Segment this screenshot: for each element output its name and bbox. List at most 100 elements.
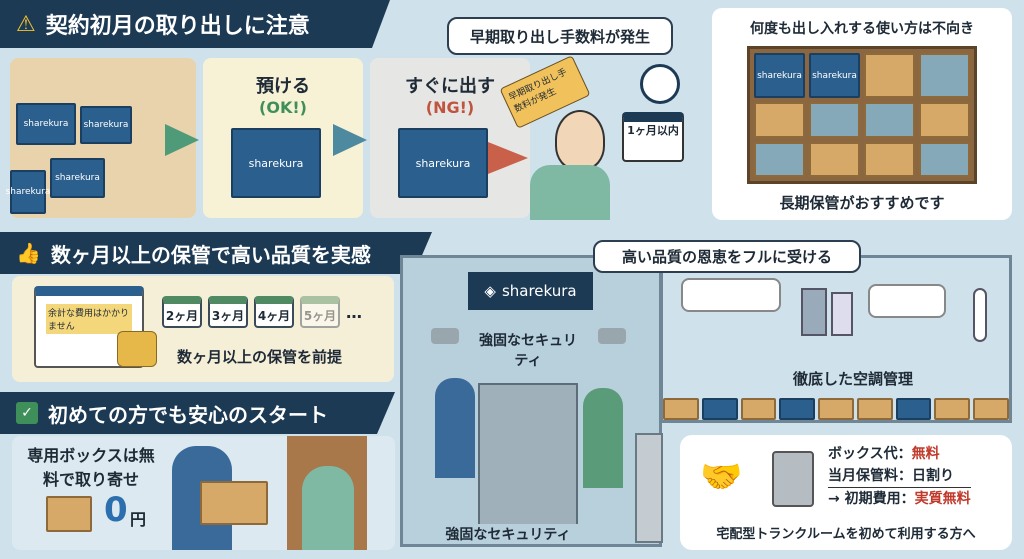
storage-box: sharekura <box>6 170 50 214</box>
section1-title: 契約初月の取り出しに注意 <box>45 14 310 39</box>
shelf-box <box>754 102 805 138</box>
handshake-icon: 🤝 <box>700 457 743 497</box>
initial-cost-label: → 初期費用： <box>828 491 915 507</box>
step-ng-panel: すぐに出す (NG!) sharekura <box>370 58 530 218</box>
guard-illustration <box>435 378 475 478</box>
facility-illustration: ◈sharekura 強固なセキュリティ 強固なセキュリティ <box>400 255 663 547</box>
air-filter-icon <box>801 288 827 336</box>
step-ok-label: 預ける <box>256 76 310 97</box>
clock-icon <box>640 64 680 104</box>
logo-icon: ◈ <box>484 282 496 300</box>
air-conditioner-icon <box>681 278 781 312</box>
arrow-right-icon <box>165 124 199 156</box>
shield-door <box>635 433 663 543</box>
side-card-title: 何度も出し入れする使い方は不向き <box>750 21 974 37</box>
long-term-panel: 余計な費用はかかりません 2ヶ月 3ヶ月 4ヶ月 5ヶ月 … 数ヶ月以上の保管を… <box>12 276 394 382</box>
month-chip: 2ヶ月 <box>162 296 202 328</box>
side-card-footer: 長期保管がおすすめです <box>779 194 945 212</box>
month-chip: 3ヶ月 <box>208 296 248 328</box>
warning-icon: ⚠ <box>16 11 36 37</box>
section2-title: 数ヶ月以上の保管で高い品質を実感 <box>50 242 371 267</box>
monthly-fee-row: 当月保管料：日割り <box>828 465 971 488</box>
stored-box <box>701 398 738 420</box>
box-fee-row: ボックス代：無料 <box>828 443 971 465</box>
shelf-box <box>809 141 860 177</box>
month-chip: 4ヶ月 <box>254 296 294 328</box>
long-term-caption: 数ヶ月以上の保管を前提 <box>177 348 343 366</box>
storage-box: sharekura <box>50 158 105 198</box>
section3-title: 初めての方でも安心のスタート <box>48 402 328 427</box>
customer-illustration <box>302 466 354 550</box>
free-box-text: 専用ボックスは無料で取り寄せ <box>27 446 155 489</box>
monthly-fee-value: 日割り <box>912 468 954 484</box>
shelf-box <box>919 141 970 177</box>
monthly-fee-label: 当月保管料： <box>828 468 912 484</box>
quality-bubble: 高い品質の恩恵をフルに受ける <box>593 240 861 273</box>
stored-box <box>856 398 893 420</box>
step-ok-status: (OK!) <box>259 98 307 117</box>
stored-box <box>895 398 932 420</box>
box-fee-label: ボックス代： <box>828 446 912 462</box>
thumbs-up-icon: 👍 <box>16 241 41 265</box>
storage-box: sharekura <box>16 103 76 145</box>
security-camera-icon <box>598 328 626 344</box>
staff-illustration <box>583 388 623 488</box>
shelf-box <box>864 102 915 138</box>
price-number: 0 <box>104 490 128 530</box>
calculator-icon <box>772 451 814 507</box>
box-fee-value: 無料 <box>911 446 940 462</box>
delivered-boxes <box>200 481 268 525</box>
stored-boxes-row <box>663 398 1010 420</box>
coins-icon <box>117 331 157 367</box>
stored-box <box>934 398 971 420</box>
stored-box <box>779 398 816 420</box>
storage-box: sharekura <box>80 106 132 144</box>
calendar-note: 余計な費用はかかりません <box>46 304 132 334</box>
elevator-door <box>478 383 578 533</box>
worried-person-illustration <box>555 110 605 170</box>
step-ng-label: すぐに出す <box>405 76 495 97</box>
thermometer-icon <box>973 288 987 342</box>
stored-box <box>740 398 777 420</box>
sharekura-box: sharekura <box>231 128 321 198</box>
arrow-right-icon <box>333 124 367 156</box>
shelf-box <box>919 102 970 138</box>
shelf-box <box>809 102 860 138</box>
fee-bubble-text: 早期取り出し手数料が発生 <box>469 27 650 46</box>
shelf-box <box>864 53 915 99</box>
security-camera-icon <box>431 328 459 344</box>
air-filter-icon <box>831 292 853 336</box>
step-ng-status: (NG!) <box>425 98 475 117</box>
arrow-right-icon <box>488 142 528 174</box>
initial-cost-value: 実質無料 <box>914 491 971 507</box>
shelf-box: sharekura <box>809 53 860 99</box>
months-row: 2ヶ月 3ヶ月 4ヶ月 5ヶ月 … <box>162 296 362 328</box>
sign-text: sharekura <box>501 282 577 300</box>
quality-bubble-text: 高い品質の恩恵をフルに受ける <box>621 248 832 266</box>
aircon-caption: 徹底した空調管理 <box>793 370 914 388</box>
person-body <box>530 165 610 220</box>
security-caption: 強固なセキュリティ <box>423 524 593 544</box>
cost-lines: ボックス代：無料 当月保管料：日割り → 初期費用：実質無料 <box>828 443 971 510</box>
section1-header: ⚠ 契約初月の取り出しに注意 <box>0 0 390 48</box>
calendar-label: 1ヶ月以内 <box>627 124 679 137</box>
shelf-box <box>919 53 970 99</box>
cost-card: 🤝 ボックス代：無料 当月保管料：日割り → 初期費用：実質無料 宅配型トランク… <box>680 435 1012 550</box>
month-chip: 5ヶ月 <box>300 296 340 328</box>
initial-cost-row: → 初期費用：実質無料 <box>828 488 971 510</box>
ellipsis: … <box>346 302 362 322</box>
stored-box <box>818 398 854 420</box>
start-panel: 専用ボックスは無料で取り寄せ 0 円 <box>12 436 395 550</box>
shelf-box: sharekura <box>754 53 805 99</box>
section3-header: ✓ 初めての方でも安心のスタート <box>0 392 395 434</box>
cardboard-box-icon <box>46 496 92 532</box>
shelf-box <box>754 141 805 177</box>
aircon-room: 徹底した空調管理 <box>660 255 1012 423</box>
checkbox-icon: ✓ <box>16 402 38 424</box>
cost-card-footer: 宅配型トランクルームを初めて利用する方へ <box>716 527 976 542</box>
calendar-icon: 1ヶ月以内 <box>622 112 684 162</box>
fee-speech-bubble: 早期取り出し手数料が発生 <box>447 17 673 55</box>
shelf-box <box>864 141 915 177</box>
section2-header: 👍 数ヶ月以上の保管で高い品質を実感 <box>0 232 432 274</box>
